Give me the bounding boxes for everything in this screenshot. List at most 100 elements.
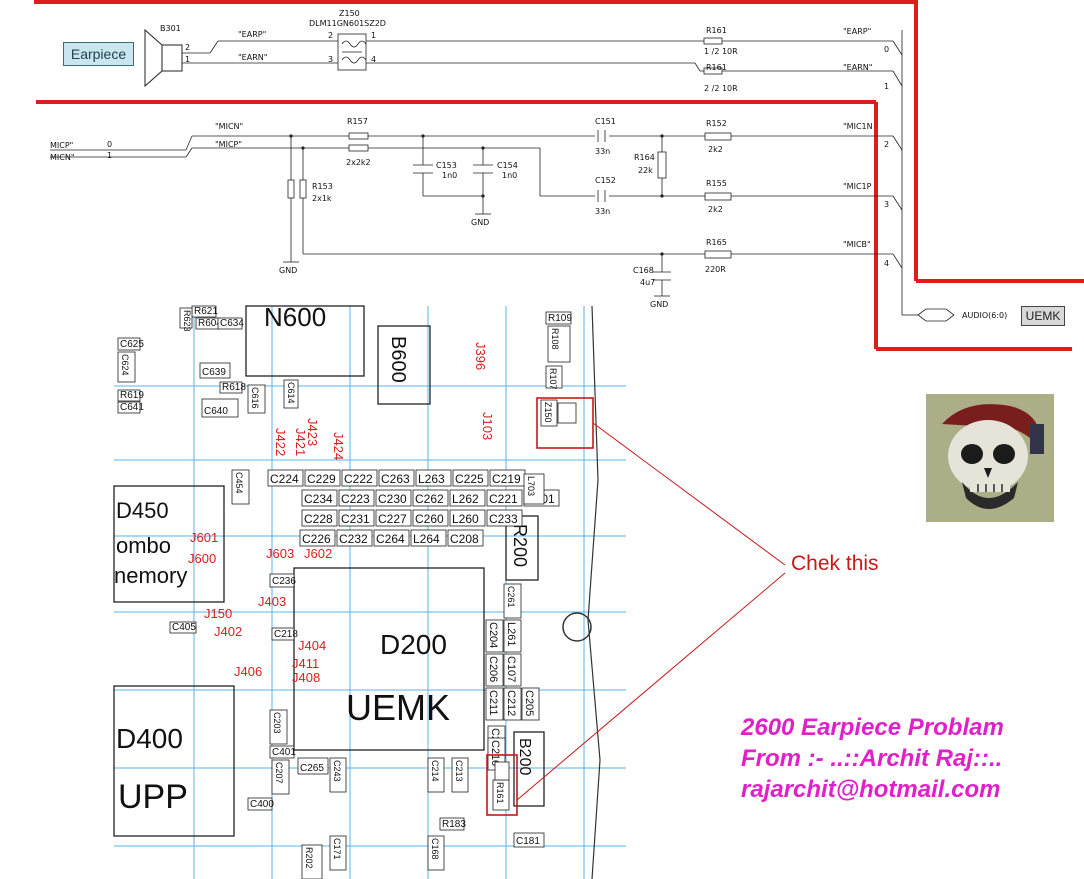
component-c261-29: C261 — [503, 583, 522, 619]
component-c225-text: C225 — [455, 472, 484, 486]
component-r621-32: R621 — [191, 305, 218, 318]
c168-ref: C168 — [633, 266, 654, 275]
component-r161-30: R161 — [492, 779, 510, 811]
j-label-j600: J600 — [188, 551, 216, 566]
chip-b600: B600 — [387, 336, 409, 383]
component-c233: C233 — [486, 509, 523, 527]
component-c641-5-text: C641 — [120, 402, 144, 413]
component-c400-15-text: C400 — [250, 799, 274, 810]
r165-ref: R165 — [706, 238, 727, 247]
component-c222: C222 — [341, 469, 378, 487]
z150-pad — [557, 402, 577, 424]
component-c219-text: C219 — [492, 472, 521, 486]
chip-b200: B200 — [516, 738, 533, 775]
component-r183-24-text: R183 — [442, 819, 466, 830]
j-label-j424: J424 — [331, 432, 346, 460]
component-c265-16-text: C265 — [300, 763, 324, 774]
component-c223: C223 — [338, 489, 375, 507]
component-c641-5: C641 — [117, 401, 144, 414]
component-c639-0: C639 — [199, 362, 231, 379]
component-l703-28: L703 — [523, 473, 545, 505]
r155-val: 2k2 — [708, 205, 723, 214]
z-pin-2: 2 — [328, 31, 333, 40]
component-c405-11-text: C405 — [172, 622, 196, 633]
component-c616-3: C616 — [247, 384, 266, 414]
mic-resistors — [287, 132, 732, 259]
j-label-j601: J601 — [190, 530, 218, 545]
component-c223-text: C223 — [341, 492, 370, 506]
c152-val: 33n — [595, 207, 610, 216]
component-c234-text: C234 — [304, 492, 333, 506]
left-micp: MICP" — [50, 141, 73, 150]
filter-part: DLM11GN601SZ2D — [309, 19, 386, 28]
component-c225: C225 — [452, 469, 489, 487]
component-l262: L262 — [449, 489, 486, 507]
component-c228: C228 — [301, 509, 338, 527]
chip-d400: D400 — [116, 723, 183, 754]
speaker-icon — [144, 28, 183, 88]
j-label-j396: J396 — [473, 342, 488, 370]
left-pin-1: 1 — [107, 151, 112, 160]
component-c236-9: C236 — [269, 573, 296, 588]
component-c204: C204 — [485, 619, 504, 653]
z-pin-3: 3 — [328, 55, 333, 64]
component-c219: C219 — [489, 469, 526, 487]
mic-wires — [50, 130, 903, 297]
component-z150-31-text: Z150 — [543, 402, 553, 423]
j-label-j103: J103 — [480, 412, 495, 440]
callout-text: Chek this — [791, 552, 879, 575]
component-c107-text: C107 — [505, 656, 517, 682]
component-c230: C230 — [375, 489, 412, 507]
j-label-j422: J422 — [273, 428, 288, 456]
component-c401-13: C401 — [269, 745, 296, 759]
chip-r200: R200 — [510, 524, 530, 567]
gnd-label-2: GND — [471, 218, 489, 227]
component-c208-text: C208 — [450, 532, 479, 546]
component-c634-34: C634 — [217, 317, 244, 330]
filter-ref: Z150 — [339, 9, 360, 18]
component-r109-25-text: R109 — [548, 313, 572, 324]
r161-pad — [494, 761, 510, 781]
r165-val: 220R — [705, 265, 726, 274]
component-c213-18: C213 — [451, 757, 469, 793]
component-c218-10: C218 — [271, 627, 298, 641]
component-c203-12: C203 — [269, 709, 288, 745]
left-micn: MICN" — [50, 153, 75, 162]
r161a-val: 1 /2 10R — [704, 47, 738, 56]
component-c261-29-text: C261 — [506, 586, 516, 608]
component-r202-23: R202 — [301, 844, 323, 879]
c152-ref: C152 — [595, 176, 616, 185]
component-r107-27: R107 — [545, 365, 563, 390]
r164-ref: R164 — [634, 153, 655, 162]
component-r619-4-text: R619 — [120, 390, 144, 401]
component-r183-24: R183 — [439, 817, 466, 831]
component-c181-20: C181 — [513, 832, 545, 848]
component-r619-4: R619 — [117, 389, 144, 402]
component-c227: C227 — [375, 509, 412, 527]
c154-ref: C154 — [497, 161, 518, 170]
chip-upp: UPP — [118, 778, 188, 816]
gnd-label-1: GND — [279, 266, 297, 275]
chip-uemk: UEMK — [346, 687, 450, 728]
j-label-j421: J421 — [293, 428, 308, 456]
j-label-j404: J404 — [298, 638, 326, 653]
j-label-j408: J408 — [292, 670, 320, 685]
component-r161-30-text: R161 — [495, 782, 505, 804]
component-c454-8-text: C454 — [234, 472, 244, 494]
component-c625-6: C625 — [117, 337, 144, 351]
component-c231-text: C231 — [341, 512, 370, 526]
credits-email: rajarchit@hotmail.com — [741, 776, 1001, 803]
credits-block: 2600 Earpiece Problam From :- ..::Archit… — [741, 712, 1004, 805]
credits-author: From :- ..::Archit Raj::.. — [741, 745, 1003, 772]
component-c181-20-text: C181 — [516, 836, 540, 847]
junction-dots — [289, 134, 664, 256]
r161a-ref: R161 — [706, 26, 727, 35]
component-c260-text: C260 — [415, 512, 444, 526]
component-c206: C206 — [485, 653, 504, 687]
component-r202-23-text: R202 — [304, 847, 314, 869]
component-c243-17: C243 — [329, 757, 347, 793]
component-c226: C226 — [299, 529, 336, 547]
component-c226-text: C226 — [302, 532, 331, 546]
component-c210-text: C210 — [489, 740, 501, 766]
